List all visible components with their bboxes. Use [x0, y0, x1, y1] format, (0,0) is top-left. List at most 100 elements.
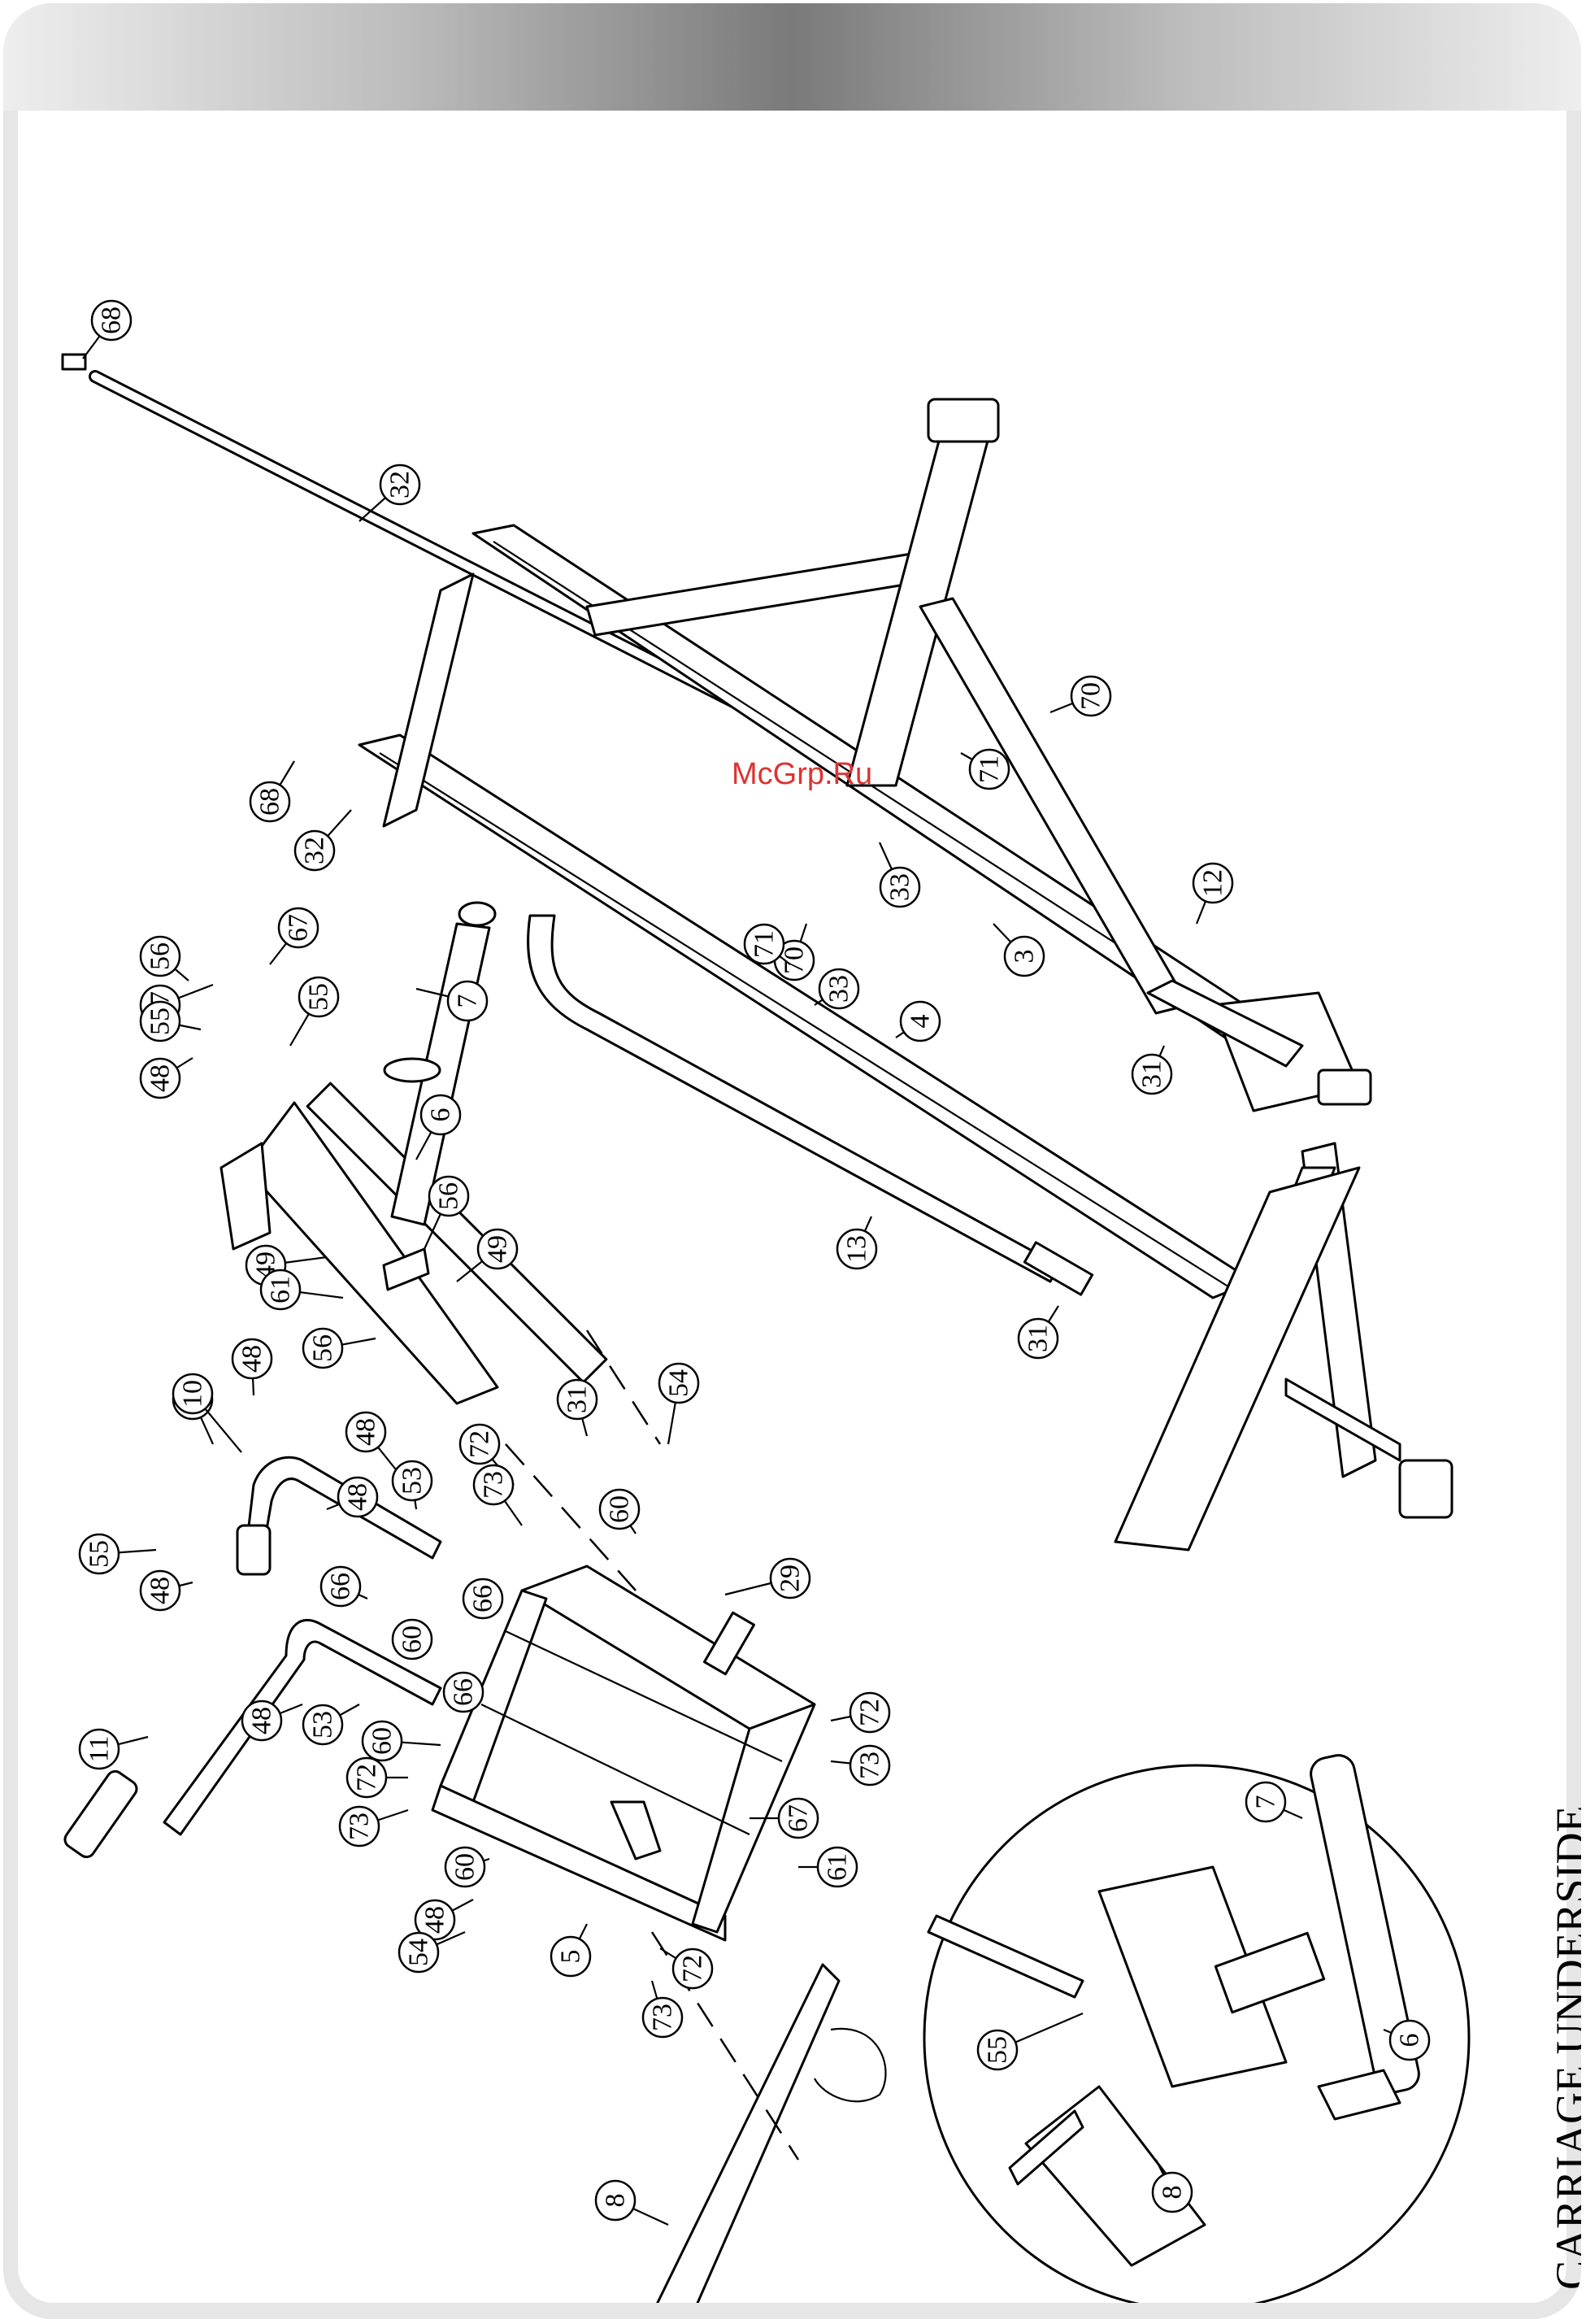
- callout-number: 10: [178, 1380, 208, 1408]
- callout-number: 6: [426, 1108, 456, 1122]
- callout-73: 73: [474, 1465, 522, 1525]
- callout-55: 55: [80, 1534, 156, 1573]
- watermark-text: McGrp.Ru: [732, 757, 872, 792]
- callout-number: 66: [326, 1573, 356, 1600]
- callout-number: 66: [449, 1678, 479, 1706]
- callout-number: 73: [479, 1471, 509, 1499]
- callout-6: 6: [1384, 2021, 1429, 2060]
- callout-61: 61: [261, 1270, 343, 1309]
- callout-7: 7: [416, 981, 487, 1021]
- callout-33: 33: [815, 969, 858, 1008]
- callout-53: 53: [303, 1704, 359, 1744]
- callout-number: 8: [1158, 2186, 1188, 2200]
- callout-71: 71: [961, 750, 1009, 789]
- callout-number: 67: [284, 914, 314, 942]
- callout-48: 48: [141, 1058, 193, 1098]
- callout-number: 68: [97, 307, 127, 334]
- callout-73: 73: [831, 1746, 889, 1785]
- callout-6: 6: [416, 1095, 460, 1160]
- page-frame: 6832707168321233707133356676755557484316…: [3, 3, 1581, 2319]
- callout-number: 55: [146, 1008, 176, 1035]
- callout-7: 7: [1246, 1782, 1302, 1821]
- callout-number: 31: [1023, 1325, 1054, 1352]
- callout-number: 60: [605, 1495, 635, 1523]
- callout-48: 48: [242, 1701, 302, 1740]
- callout-72: 72: [660, 1948, 712, 1988]
- callout-29: 29: [725, 1559, 810, 1598]
- callout-number: 11: [85, 1736, 115, 1763]
- callout-56: 56: [424, 1177, 468, 1249]
- callout-67: 67: [750, 1799, 818, 1838]
- callout-number: 13: [842, 1235, 872, 1263]
- callout-number: 72: [352, 1764, 382, 1791]
- callout-number: 33: [885, 873, 915, 901]
- callout-number: 70: [1076, 682, 1106, 710]
- callout-number: 72: [678, 1955, 708, 1982]
- callout-number: 48: [247, 1707, 277, 1734]
- callout-number: 61: [823, 1853, 853, 1881]
- callout-number: 56: [434, 1182, 464, 1210]
- callout-11: 11: [80, 1730, 148, 1769]
- callout-56: 56: [303, 1329, 376, 1368]
- callout-number: 61: [266, 1276, 296, 1303]
- callout-12: 12: [1193, 864, 1232, 924]
- callout-66: 66: [444, 1673, 483, 1712]
- callout-60: 60: [363, 1721, 441, 1760]
- callout-number: 31: [1137, 1060, 1167, 1088]
- callout-number: 55: [304, 983, 334, 1011]
- callout-number: 56: [146, 942, 176, 970]
- callout-number: 54: [664, 1369, 694, 1397]
- page-content: 6832707168321233707133356676755557484316…: [18, 111, 1566, 2303]
- callout-number: 12: [1198, 869, 1228, 897]
- callout-71: 71: [745, 925, 790, 964]
- callout-number: 72: [855, 1699, 885, 1726]
- callout-33: 33: [880, 842, 919, 907]
- callout-8: 8: [1153, 2160, 1192, 2212]
- callout-32: 32: [359, 465, 419, 521]
- callout-55: 55: [290, 977, 338, 1046]
- callout-number: 72: [465, 1430, 495, 1458]
- callout-31: 31: [1132, 1046, 1171, 1094]
- callout-number: 3: [1010, 950, 1040, 964]
- callout-number: 71: [750, 930, 780, 958]
- callout-73: 73: [643, 1981, 682, 2037]
- callout-60: 60: [600, 1490, 639, 1534]
- callout-number: 73: [345, 1813, 375, 1840]
- callout-66: 66: [321, 1567, 367, 1606]
- callout-number: 5: [556, 1950, 586, 1964]
- callout-number: 71: [975, 755, 1005, 783]
- callout-number: 48: [237, 1345, 267, 1373]
- callout-48: 48: [327, 1478, 377, 1517]
- callout-number: 49: [483, 1235, 513, 1263]
- callout-55: 55: [978, 2013, 1083, 2069]
- callout-55: 55: [141, 1002, 201, 1041]
- callout-68: 68: [83, 301, 131, 359]
- callout-number: 60: [367, 1727, 398, 1755]
- callout-31: 31: [1019, 1306, 1058, 1358]
- callout-number: 54: [404, 1939, 434, 1966]
- page-header-bar: [3, 3, 1581, 111]
- callout-72: 72: [831, 1693, 889, 1732]
- callout-number: 7: [1251, 1795, 1281, 1809]
- callout-8: 8: [596, 2181, 668, 2225]
- callout-67: 67: [270, 908, 318, 964]
- callout-13: 13: [837, 1216, 876, 1269]
- callout-49: 49: [457, 1229, 517, 1282]
- callout-number: 7: [453, 994, 483, 1008]
- callout-48: 48: [141, 1571, 193, 1610]
- callout-number: 48: [420, 1906, 450, 1934]
- callout-3: 3: [993, 924, 1044, 976]
- callout-number: 53: [398, 1467, 428, 1495]
- callout-number: 33: [824, 975, 854, 1003]
- callout-number: 48: [146, 1064, 176, 1092]
- callout-31: 31: [558, 1380, 597, 1436]
- callout-number: 4: [906, 1015, 936, 1029]
- callout-68: 68: [250, 761, 294, 821]
- callout-number: 48: [343, 1483, 373, 1511]
- callout-72: 72: [347, 1758, 408, 1797]
- callout-53: 53: [393, 1461, 432, 1509]
- callout-61: 61: [798, 1847, 857, 1887]
- callout-number: 8: [601, 2194, 631, 2208]
- callout-60: 60: [445, 1847, 489, 1887]
- callout-32: 32: [295, 810, 351, 870]
